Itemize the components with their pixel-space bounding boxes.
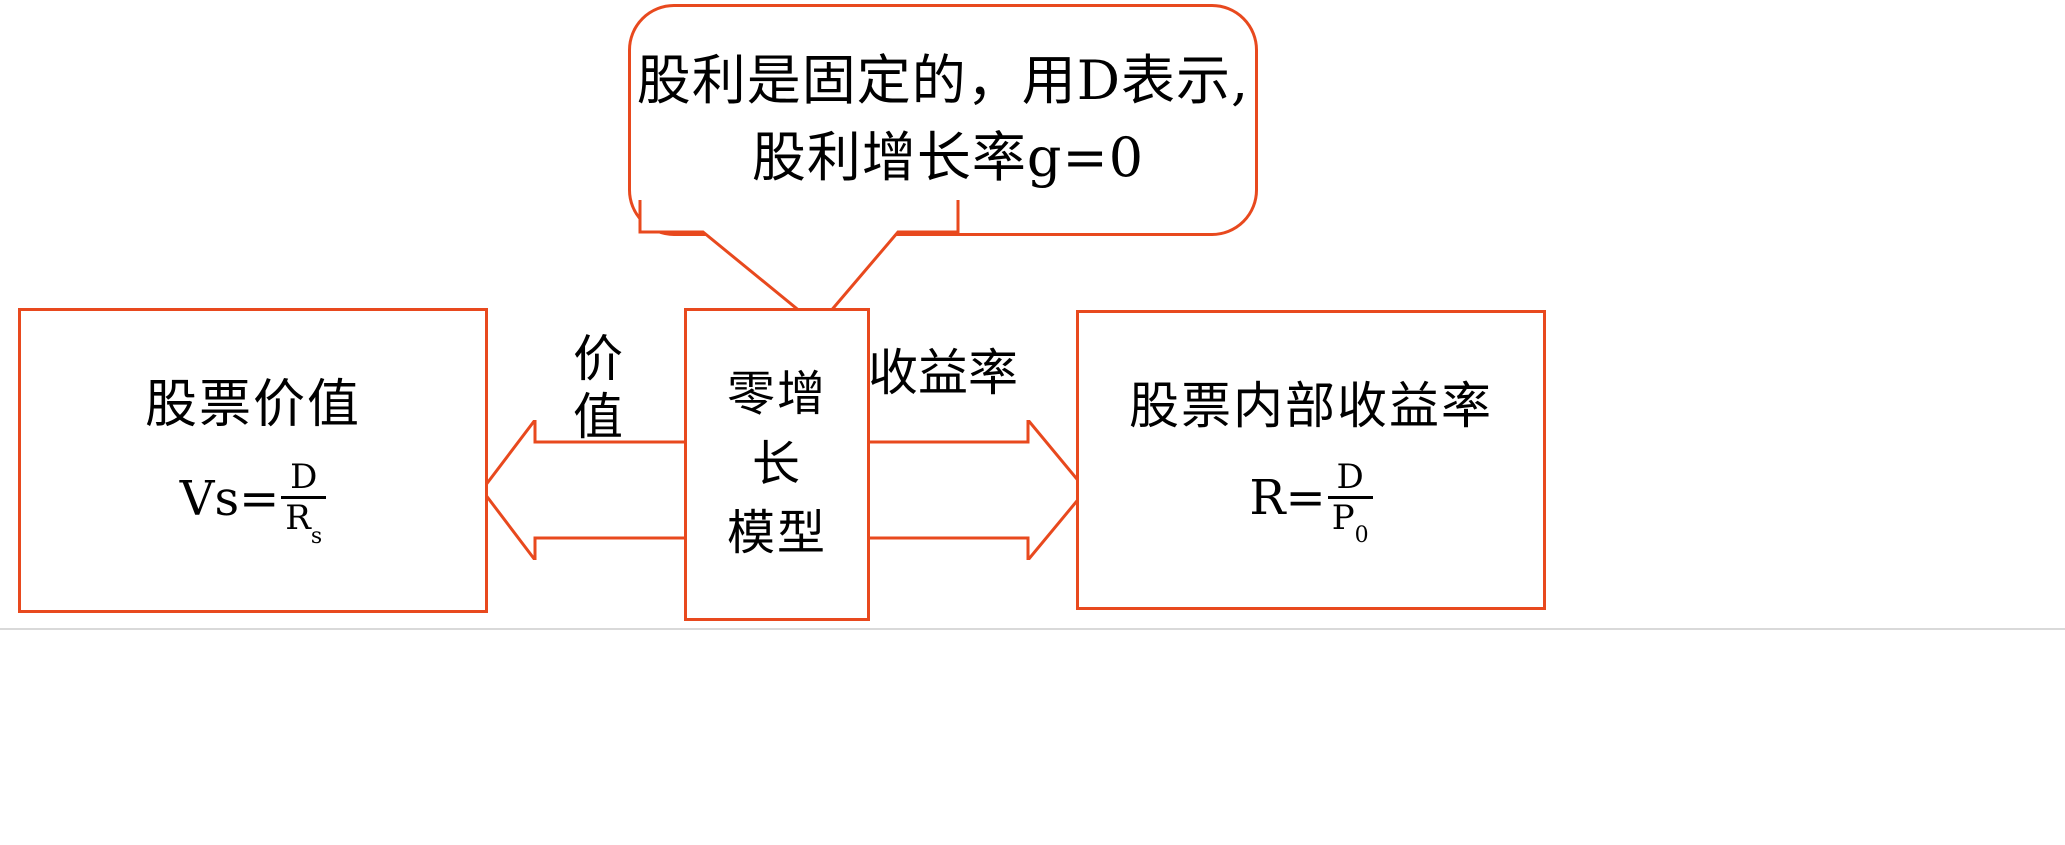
zero-growth-model-text: 零增 长 模型 <box>687 311 867 618</box>
center-line-1: 零增 <box>726 366 827 423</box>
left-arrow-label: 价 值 <box>566 330 630 446</box>
left-arrow-label-char-1: 价 <box>573 330 623 388</box>
denominator-subscript: 0 <box>1354 523 1369 549</box>
fraction: D P0 <box>1327 456 1373 549</box>
fraction-denominator: Rs <box>285 498 323 549</box>
fraction-numerator: D <box>1336 456 1364 497</box>
callout-line-2: 股利增长率g=0 <box>751 126 1145 189</box>
denominator-subscript: s <box>310 523 323 549</box>
bottom-divider <box>0 628 2065 630</box>
fraction-numerator: D <box>290 457 318 498</box>
stock-value-box: 股票价值 Vs= D Rs <box>18 308 488 613</box>
zero-growth-model-box: 零增 长 模型 <box>684 308 870 621</box>
callout-tail <box>638 200 960 329</box>
assumption-callout: 股利是固定的，用D表示, 股利增长率g=0 <box>628 4 1258 236</box>
right-arrow-label: 收益率 <box>868 344 1018 402</box>
center-line-2: 长 <box>751 435 802 492</box>
formula-lhs: Vs= <box>179 471 280 528</box>
right-block-arrow <box>852 420 1088 560</box>
fraction-bar <box>281 496 327 500</box>
callout-text: 股利是固定的，用D表示, 股利增长率g=0 <box>631 7 1255 233</box>
callout-line-1: 股利是固定的，用D表示, <box>636 49 1250 113</box>
irr-formula: R= D P0 <box>1249 456 1373 549</box>
fraction-bar <box>1327 495 1373 499</box>
left-arrow-label-char-2: 值 <box>573 388 623 446</box>
irr-title: 股票内部收益率 <box>1129 376 1493 435</box>
stock-value-title: 股票价值 <box>144 375 361 435</box>
formula-lhs: R= <box>1249 470 1326 527</box>
center-line-3: 模型 <box>726 505 827 562</box>
fraction-denominator: P0 <box>1331 497 1369 549</box>
internal-rate-of-return-box: 股票内部收益率 R= D P0 <box>1076 310 1546 610</box>
stock-value-formula: Vs= D Rs <box>179 457 327 549</box>
fraction: D Rs <box>281 457 327 549</box>
